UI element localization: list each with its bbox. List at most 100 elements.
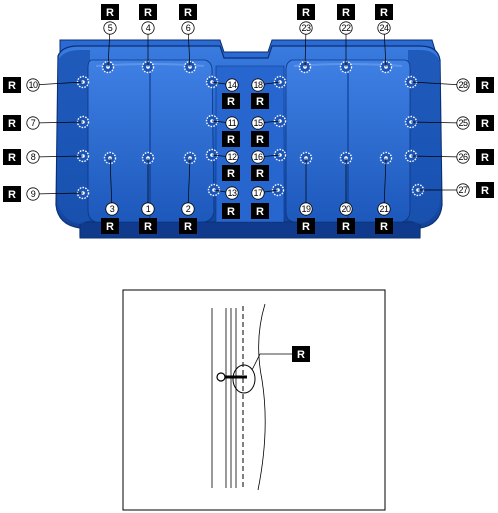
clip-16-replace-box bbox=[251, 165, 269, 181]
clip-21-leader bbox=[383, 157, 387, 210]
clip-19-label-circle bbox=[299, 202, 313, 216]
clip-7-replace-box bbox=[3, 115, 21, 131]
clip-9-replace-mark: R bbox=[8, 189, 16, 201]
detail-clip-highlight-circle bbox=[232, 364, 256, 394]
clip-19-replace-mark: R bbox=[302, 221, 310, 233]
clip-21-number: 21 bbox=[379, 204, 389, 214]
clip-28-replace-box bbox=[476, 77, 494, 93]
clip-3-label-circle bbox=[105, 202, 119, 216]
clip-2-replace-mark: R bbox=[184, 221, 192, 233]
clip-5-label-circle bbox=[103, 21, 117, 35]
clip-14-number: 14 bbox=[227, 80, 237, 90]
clip-23-number: 23 bbox=[301, 23, 311, 33]
clip-15-replace-mark: R bbox=[256, 134, 264, 146]
clip-9-replace-box bbox=[3, 186, 21, 202]
clip-12-label-circle bbox=[225, 150, 239, 164]
clip-5-replace-mark: R bbox=[106, 7, 114, 19]
clip-24-replace-box bbox=[375, 4, 393, 20]
clip-1-replace-mark: R bbox=[144, 221, 152, 233]
clip-15-replace-box bbox=[251, 131, 269, 147]
clip-10-replace-mark: R bbox=[8, 80, 16, 92]
clip-23-replace-mark: R bbox=[302, 7, 310, 19]
clip-11-number: 11 bbox=[228, 118, 237, 128]
clip-8-replace-mark: R bbox=[8, 152, 16, 164]
clip-27-replace-mark: R bbox=[481, 185, 489, 197]
clip-26-leader bbox=[410, 155, 464, 158]
clip-25-label-circle bbox=[456, 116, 470, 130]
clip-19-replace-box bbox=[297, 218, 315, 234]
clip-17-number: 17 bbox=[253, 188, 263, 198]
clip-10-label-circle bbox=[26, 78, 40, 92]
clip-22-replace-box bbox=[337, 4, 355, 20]
clip-6-label-circle bbox=[181, 21, 195, 35]
detail-replace-box: R bbox=[292, 346, 310, 362]
clip-18-label-circle bbox=[251, 78, 265, 92]
clip-13-number: 13 bbox=[227, 188, 237, 198]
clip-8-leader bbox=[32, 155, 84, 158]
clip-6-number: 6 bbox=[186, 23, 191, 33]
clip-20-label-circle bbox=[339, 202, 353, 216]
clip-22-replace-mark: R bbox=[342, 7, 350, 19]
clip-9-number: 9 bbox=[31, 189, 36, 199]
clip-24-replace-mark: R bbox=[380, 7, 388, 19]
left-seat-panel bbox=[87, 59, 215, 223]
clip-27-replace-box bbox=[476, 182, 494, 198]
clip-17-replace-mark: R bbox=[256, 206, 264, 218]
clip-26-replace-box bbox=[476, 149, 494, 165]
clip-24-number: 24 bbox=[379, 23, 389, 33]
clip-28-label-circle bbox=[456, 78, 470, 92]
clip-22-number: 22 bbox=[341, 23, 351, 33]
clip-25-replace-mark: R bbox=[481, 118, 489, 130]
detail-clip-head bbox=[216, 372, 226, 382]
clip-21-replace-mark: R bbox=[380, 221, 388, 233]
detail-view: R bbox=[122, 289, 386, 511]
clip-19-number: 19 bbox=[301, 204, 311, 214]
clip-21-replace-box bbox=[375, 218, 393, 234]
clip-3-replace-mark: R bbox=[106, 221, 114, 233]
clip-16-label-circle bbox=[251, 150, 265, 164]
clip-6-replace-box bbox=[179, 4, 197, 20]
clip-3-number: 3 bbox=[110, 204, 115, 214]
clip-1-label-circle bbox=[141, 202, 155, 216]
clip-14-label-circle bbox=[225, 78, 239, 92]
clip-14-replace-mark: R bbox=[227, 96, 235, 108]
clip-18-replace-box bbox=[251, 93, 269, 109]
clip-16-number: 16 bbox=[253, 152, 263, 162]
clip-13-label-circle bbox=[225, 186, 239, 200]
clip-9-label-circle bbox=[26, 187, 40, 201]
clip-6-replace-mark: R bbox=[184, 7, 192, 19]
detail-frame bbox=[122, 289, 386, 511]
clip-18-number: 18 bbox=[253, 80, 263, 90]
clip-3-leader bbox=[109, 157, 113, 210]
clip-28-replace-mark: R bbox=[481, 80, 489, 92]
clip-18-replace-mark: R bbox=[256, 96, 264, 108]
clip-25-leader bbox=[410, 121, 464, 124]
clip-4-replace-box bbox=[139, 4, 157, 20]
seat-front-skirt bbox=[79, 221, 421, 239]
clip-7-label-circle bbox=[26, 116, 40, 130]
clip-22-label-circle bbox=[339, 21, 353, 35]
clip-20-replace-box bbox=[337, 218, 355, 234]
clip-1-replace-box bbox=[139, 218, 157, 234]
clip-12-replace-mark: R bbox=[227, 168, 235, 180]
clip-26-number: 26 bbox=[458, 152, 468, 162]
clip-7-number: 7 bbox=[31, 118, 36, 128]
clip-10-leader bbox=[32, 81, 84, 86]
clip-17-label-circle bbox=[251, 186, 265, 200]
clip-12-number: 12 bbox=[227, 152, 237, 162]
clip-2-label-circle bbox=[181, 202, 195, 216]
clip-23-replace-box bbox=[297, 4, 315, 20]
clip-11-replace-mark: R bbox=[227, 134, 235, 146]
clip-13-replace-mark: R bbox=[227, 206, 235, 218]
clip-11-label-circle bbox=[225, 116, 239, 130]
clip-2-replace-box bbox=[179, 218, 197, 234]
right-bolster bbox=[408, 50, 440, 224]
clip-16-replace-mark: R bbox=[256, 168, 264, 180]
clip-26-replace-mark: R bbox=[481, 152, 489, 164]
clip-4-number: 4 bbox=[146, 23, 151, 33]
clip-callouts: 1R2R3R4R5R6R7R8R9R10R11R12R13R14R15R16R1… bbox=[3, 4, 494, 234]
clip-14-replace-box bbox=[222, 93, 240, 109]
clip-11-replace-box bbox=[222, 131, 240, 147]
left-bolster bbox=[58, 50, 90, 224]
